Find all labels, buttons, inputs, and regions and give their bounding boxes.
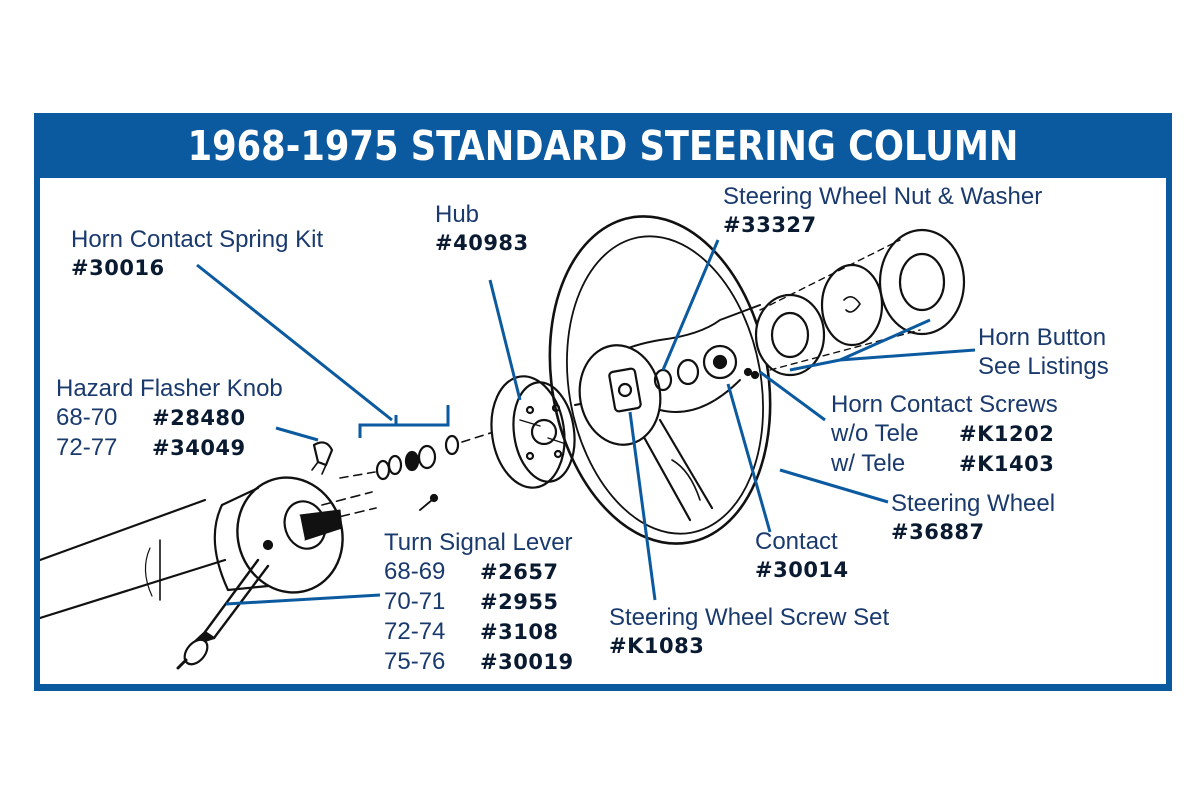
part-number: #3108: [480, 620, 559, 644]
leader-screw-set: [628, 411, 657, 601]
nut-and-washer: [653, 358, 700, 392]
callout-name: Steering Wheel: [891, 490, 1056, 517]
hub: [490, 375, 576, 489]
callout-horn-contact-screws: Horn Contact Screws w/o Tele #K1202 w/ Te…: [831, 390, 1058, 479]
steering-column-tube: [40, 498, 227, 620]
callout-nut-washer: Steering Wheel Nut & Washer #33327: [723, 182, 1042, 240]
part-number: #K1202: [959, 422, 1055, 446]
horn-button: [754, 228, 966, 377]
part-row: 70-71 #2955: [384, 587, 574, 617]
callout-name: Horn Button: [978, 324, 1107, 351]
callout-contact: Contact #30014: [755, 527, 849, 585]
leader-nut-washer: [661, 239, 720, 371]
part-number: #36887: [891, 520, 985, 544]
callout-name: Hazard Flasher Knob: [56, 375, 283, 402]
leader-horn-screws: [759, 370, 826, 422]
callout-hazard-flasher-knob: Hazard Flasher Knob 68-70 #28480 72-77 #34…: [56, 374, 283, 463]
leader-hazard-knob: [275, 426, 319, 442]
part-row: w/ Tele #K1403: [831, 449, 1058, 479]
years: 70-71: [384, 588, 446, 615]
column-housing: [213, 476, 377, 594]
part-number: #2657: [480, 560, 559, 584]
horn-contact-spring-kit: [339, 429, 501, 511]
leader-horn-button: [789, 318, 976, 372]
part-number: #33327: [723, 213, 817, 237]
leader-hub: [488, 279, 522, 401]
years: 75-76: [384, 648, 446, 675]
leader-lines: [196, 239, 976, 606]
callout-name: Turn Signal Lever: [384, 529, 573, 556]
bracket-horn-spring-kit: [358, 405, 450, 438]
callout-horn-button: Horn Button See Listings: [978, 323, 1109, 381]
steering-wheel: [548, 215, 772, 545]
years: 72-74: [384, 618, 446, 645]
callout-steering-wheel: Steering Wheel #36887: [891, 489, 1055, 547]
part-number: #40983: [435, 231, 529, 255]
variant: w/o Tele: [831, 420, 919, 447]
callout-steering-wheel-screw-set: Steering Wheel Screw Set #K1083: [609, 603, 889, 661]
years: 68-70: [56, 404, 118, 431]
hazard-flasher-knob: [311, 441, 334, 475]
callout-turn-signal-lever: Turn Signal Lever 68-69#2657 70-71#2955 …: [384, 528, 574, 677]
part-number: #30019: [480, 650, 574, 674]
part-number: #28480: [152, 406, 246, 430]
callout-note: See Listings: [978, 353, 1109, 380]
callout-name: Horn Contact Screws: [831, 391, 1058, 418]
callout-horn-contact-spring-kit: Horn Contact Spring Kit #30016: [71, 225, 323, 283]
part-row: w/o Tele #K1202: [831, 419, 1058, 449]
variant: w/ Tele: [831, 450, 906, 477]
callout-name: Steering Wheel Screw Set: [609, 604, 890, 631]
horn-contact: [702, 344, 760, 380]
callout-hub: Hub #40983: [435, 200, 529, 258]
callout-name: Hub: [435, 201, 480, 228]
part-row: 75-76 #30019: [384, 647, 574, 677]
leader-contact: [726, 383, 772, 533]
part-number: #2955: [480, 590, 559, 614]
callout-name: Horn Contact Spring Kit: [71, 226, 324, 253]
part-number: #34049: [152, 436, 246, 460]
part-row: 72-74 #3108: [384, 617, 574, 647]
diagram-title: 1968-1975 STANDARD STEERING COLUMN: [187, 121, 1019, 170]
callout-name: Steering Wheel Nut & Washer: [723, 183, 1043, 210]
leader-horn-spring-kit: [196, 263, 393, 422]
years: 72-77: [56, 434, 118, 461]
part-row: 68-70 #28480: [56, 403, 283, 433]
turn-signal-lever: [176, 558, 270, 670]
part-number: #K1403: [959, 452, 1055, 476]
callout-name: Contact: [755, 528, 838, 555]
leader-turn-signal: [225, 593, 381, 606]
part-row: 68-69 #2657: [384, 557, 574, 587]
part-number: #K1083: [609, 634, 705, 658]
leader-steering-wheel: [779, 468, 889, 504]
part-row: 72-77 #34049: [56, 433, 283, 463]
years: 68-69: [384, 558, 446, 585]
part-number: #30014: [755, 558, 849, 582]
part-number: #30016: [71, 256, 165, 280]
